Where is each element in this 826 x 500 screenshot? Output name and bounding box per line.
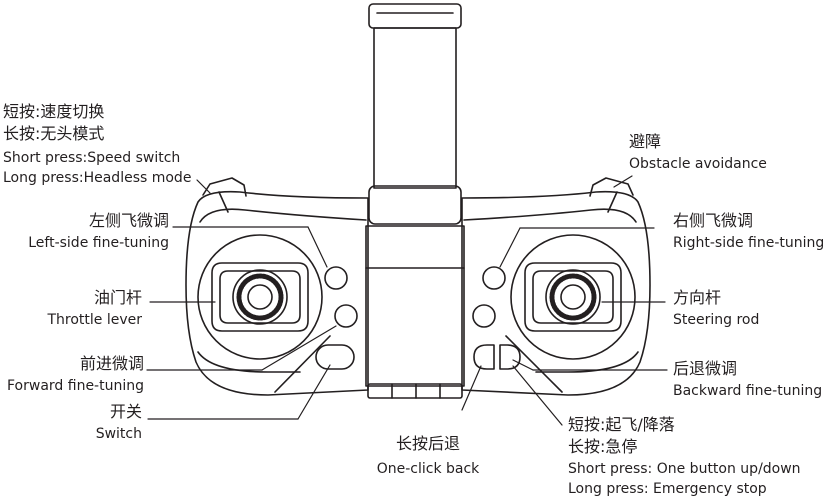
steering-label-zh: 方向杆 [673,288,722,307]
takeoff-label-en-long: Long press: Emergency stop [568,481,767,497]
power-switch [315,344,355,370]
steering-label-en: Steering rod [673,312,760,328]
speed-label-en-long: Long press:Headless mode [3,170,192,186]
forward-trim-label-zh: 前进微调 [79,354,144,373]
obstacle-label-zh: 避障 [629,132,662,151]
takeoff-label-en-short: Short press: One button up/down [568,461,801,477]
forward-trim-label-en: Forward fine-tuning [7,378,144,394]
throttle-joystick [197,234,323,360]
speed-shoulder-button [202,177,247,197]
one-click-back-label-en: One-click back [376,461,480,477]
left-trim-label-en: Left-side fine-tuning [28,235,169,251]
right-trim-label-en: Right-side fine-tuning [673,235,825,251]
callout-lines [146,175,668,426]
takeoff-land-button [473,344,495,370]
backward-trim-label-zh: 后退微调 [673,359,738,378]
phone-holder [368,3,462,225]
right-trim-label-zh: 右侧飞微调 [673,211,754,230]
backward-trim-button [499,344,521,370]
speed-label-zh-short: 短按:速度切换 [3,102,105,121]
throttle-label-en: Throttle lever [47,312,142,328]
obstacle-label-en: Obstacle avoidance [629,156,767,172]
takeoff-label-zh-short: 短按:起飞/降落 [568,415,675,434]
throttle-label-zh: 油门杆 [93,288,142,307]
left-trim-button [324,266,348,290]
controller-body [185,190,651,399]
switch-label-en: Switch [95,426,142,442]
backward-trim-label-en: Backward fine-tuning [673,383,823,399]
left-trim-label-zh: 左侧飞微调 [88,211,169,230]
speed-label-en-short: Short press:Speed switch [3,150,181,166]
one-click-back-label-zh: 长按后退 [395,434,460,453]
takeoff-label-zh-long: 长按:急停 [568,437,638,456]
steering-joystick [510,234,636,360]
speed-label-zh-long: 长按:无头模式 [3,124,105,143]
right-trim-button [482,266,506,290]
obstacle-shoulder-button [589,177,634,197]
forward-trim-button [334,304,358,328]
switch-label-zh: 开关 [109,402,142,421]
one-click-back-button [472,304,496,328]
